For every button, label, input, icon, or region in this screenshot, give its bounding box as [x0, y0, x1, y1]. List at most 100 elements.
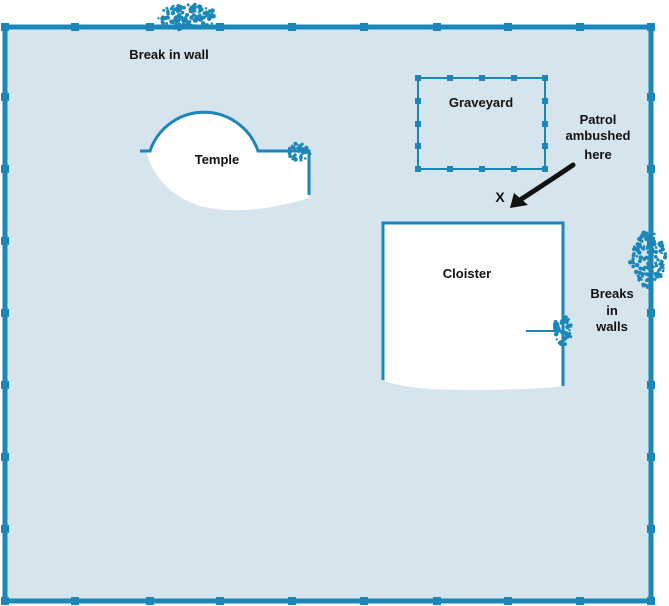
rubble-stone [198, 8, 202, 12]
rubble-icon [287, 141, 312, 162]
rubble-stone [648, 257, 652, 261]
rubble-stone [294, 157, 298, 160]
rubble-stone [298, 155, 303, 160]
rubble-stone [648, 255, 651, 258]
fence-post [415, 75, 421, 81]
rubble-stone [291, 145, 295, 149]
wall-post [647, 525, 655, 533]
rubble-stone [637, 259, 642, 264]
rubble-stone [653, 277, 657, 281]
rubble-stone [160, 20, 165, 24]
rubble-stone [663, 252, 668, 256]
rubble-stone [198, 25, 203, 30]
wall-post [1, 237, 9, 245]
rubble-stone [654, 261, 658, 265]
rubble-stone [174, 15, 178, 20]
rubble-stone [650, 253, 654, 257]
rubble-stone [651, 249, 656, 254]
rubble-stone [644, 272, 648, 276]
wall-post [216, 597, 224, 605]
rubble-stone [556, 324, 560, 328]
rubble-stone [650, 240, 654, 244]
rubble-stone [636, 274, 640, 278]
rubble-stone [204, 7, 208, 10]
rubble-icon [157, 2, 216, 32]
wall-post [647, 381, 655, 389]
rubble-stone [287, 146, 293, 151]
rubble-stone [632, 245, 636, 248]
rubble-stone [179, 27, 183, 30]
wall-post [1, 525, 9, 533]
cloister-label: Cloister [443, 266, 491, 281]
rubble-stone [197, 17, 203, 22]
rubble-stone [188, 7, 193, 12]
rubble-stone [176, 23, 181, 28]
rubble-stone [644, 255, 649, 260]
patrol-label-line2: ambushed [565, 128, 630, 143]
rubble-stone [162, 8, 166, 12]
rubble-stone [197, 11, 200, 14]
rubble-stone [193, 24, 198, 29]
rubble-stone [656, 271, 660, 275]
wall-post [71, 23, 79, 31]
rubble-stone [172, 8, 177, 12]
rubble-stone [632, 247, 636, 252]
rubble-stone [644, 279, 648, 282]
wall-post [647, 93, 655, 101]
rubble-stone [568, 329, 571, 332]
rubble-stone [557, 341, 562, 345]
rubble-stone [661, 269, 665, 273]
fence-post [415, 166, 421, 172]
rubble-stone [638, 278, 642, 281]
temple-dome [150, 113, 258, 152]
rubble-stone [170, 10, 176, 16]
rubble-stone [569, 335, 573, 339]
rubble-stone [192, 13, 196, 17]
wall-post [504, 597, 512, 605]
wall-post [1, 597, 9, 605]
break-in-wall-label: Break in wall [129, 47, 208, 62]
wall-post [360, 597, 368, 605]
rubble-stone [567, 334, 570, 337]
rubble-icon [627, 229, 668, 289]
rubble-stone [567, 318, 570, 321]
rubble-stone [178, 17, 181, 20]
rubble-stone [646, 272, 651, 277]
rubble-stone [296, 148, 302, 153]
rubble-stone [638, 243, 642, 248]
fence-post [542, 98, 548, 104]
rubble-stone [205, 13, 209, 17]
breaks-label-line1: Breaks [590, 286, 633, 301]
rubble-stone [564, 330, 568, 335]
rubble-stone [556, 326, 561, 332]
rubble-stone [298, 144, 302, 148]
rubble-stone [634, 269, 639, 274]
rubble-stone [559, 321, 562, 324]
wall-post [146, 597, 154, 605]
rubble-stone [645, 284, 650, 289]
rubble-stone [165, 6, 169, 10]
rubble-stone [189, 24, 193, 28]
rubble-stone [161, 16, 165, 21]
rubble-stone [638, 266, 643, 271]
wall-post [1, 381, 9, 389]
rubble-stone [660, 251, 663, 255]
wall-post [647, 165, 655, 173]
rubble-stone [564, 320, 567, 324]
rubble-stone [211, 13, 216, 18]
wall-post [288, 23, 296, 31]
rubble-stone [631, 253, 636, 258]
wall-post [647, 597, 655, 605]
rubble-icon [552, 315, 573, 346]
breaks-label-line3: walls [595, 319, 628, 334]
rubble-stone [165, 22, 169, 25]
rubble-stone [179, 9, 182, 13]
fence-post [542, 75, 548, 81]
rubble-stone [652, 241, 657, 247]
rubble-stone [189, 15, 194, 20]
rubble-stone [191, 4, 196, 9]
rubble-stone [630, 260, 635, 264]
rubble-stone [291, 157, 295, 161]
rubble-stone [198, 4, 203, 9]
rubble-stone [660, 244, 664, 248]
